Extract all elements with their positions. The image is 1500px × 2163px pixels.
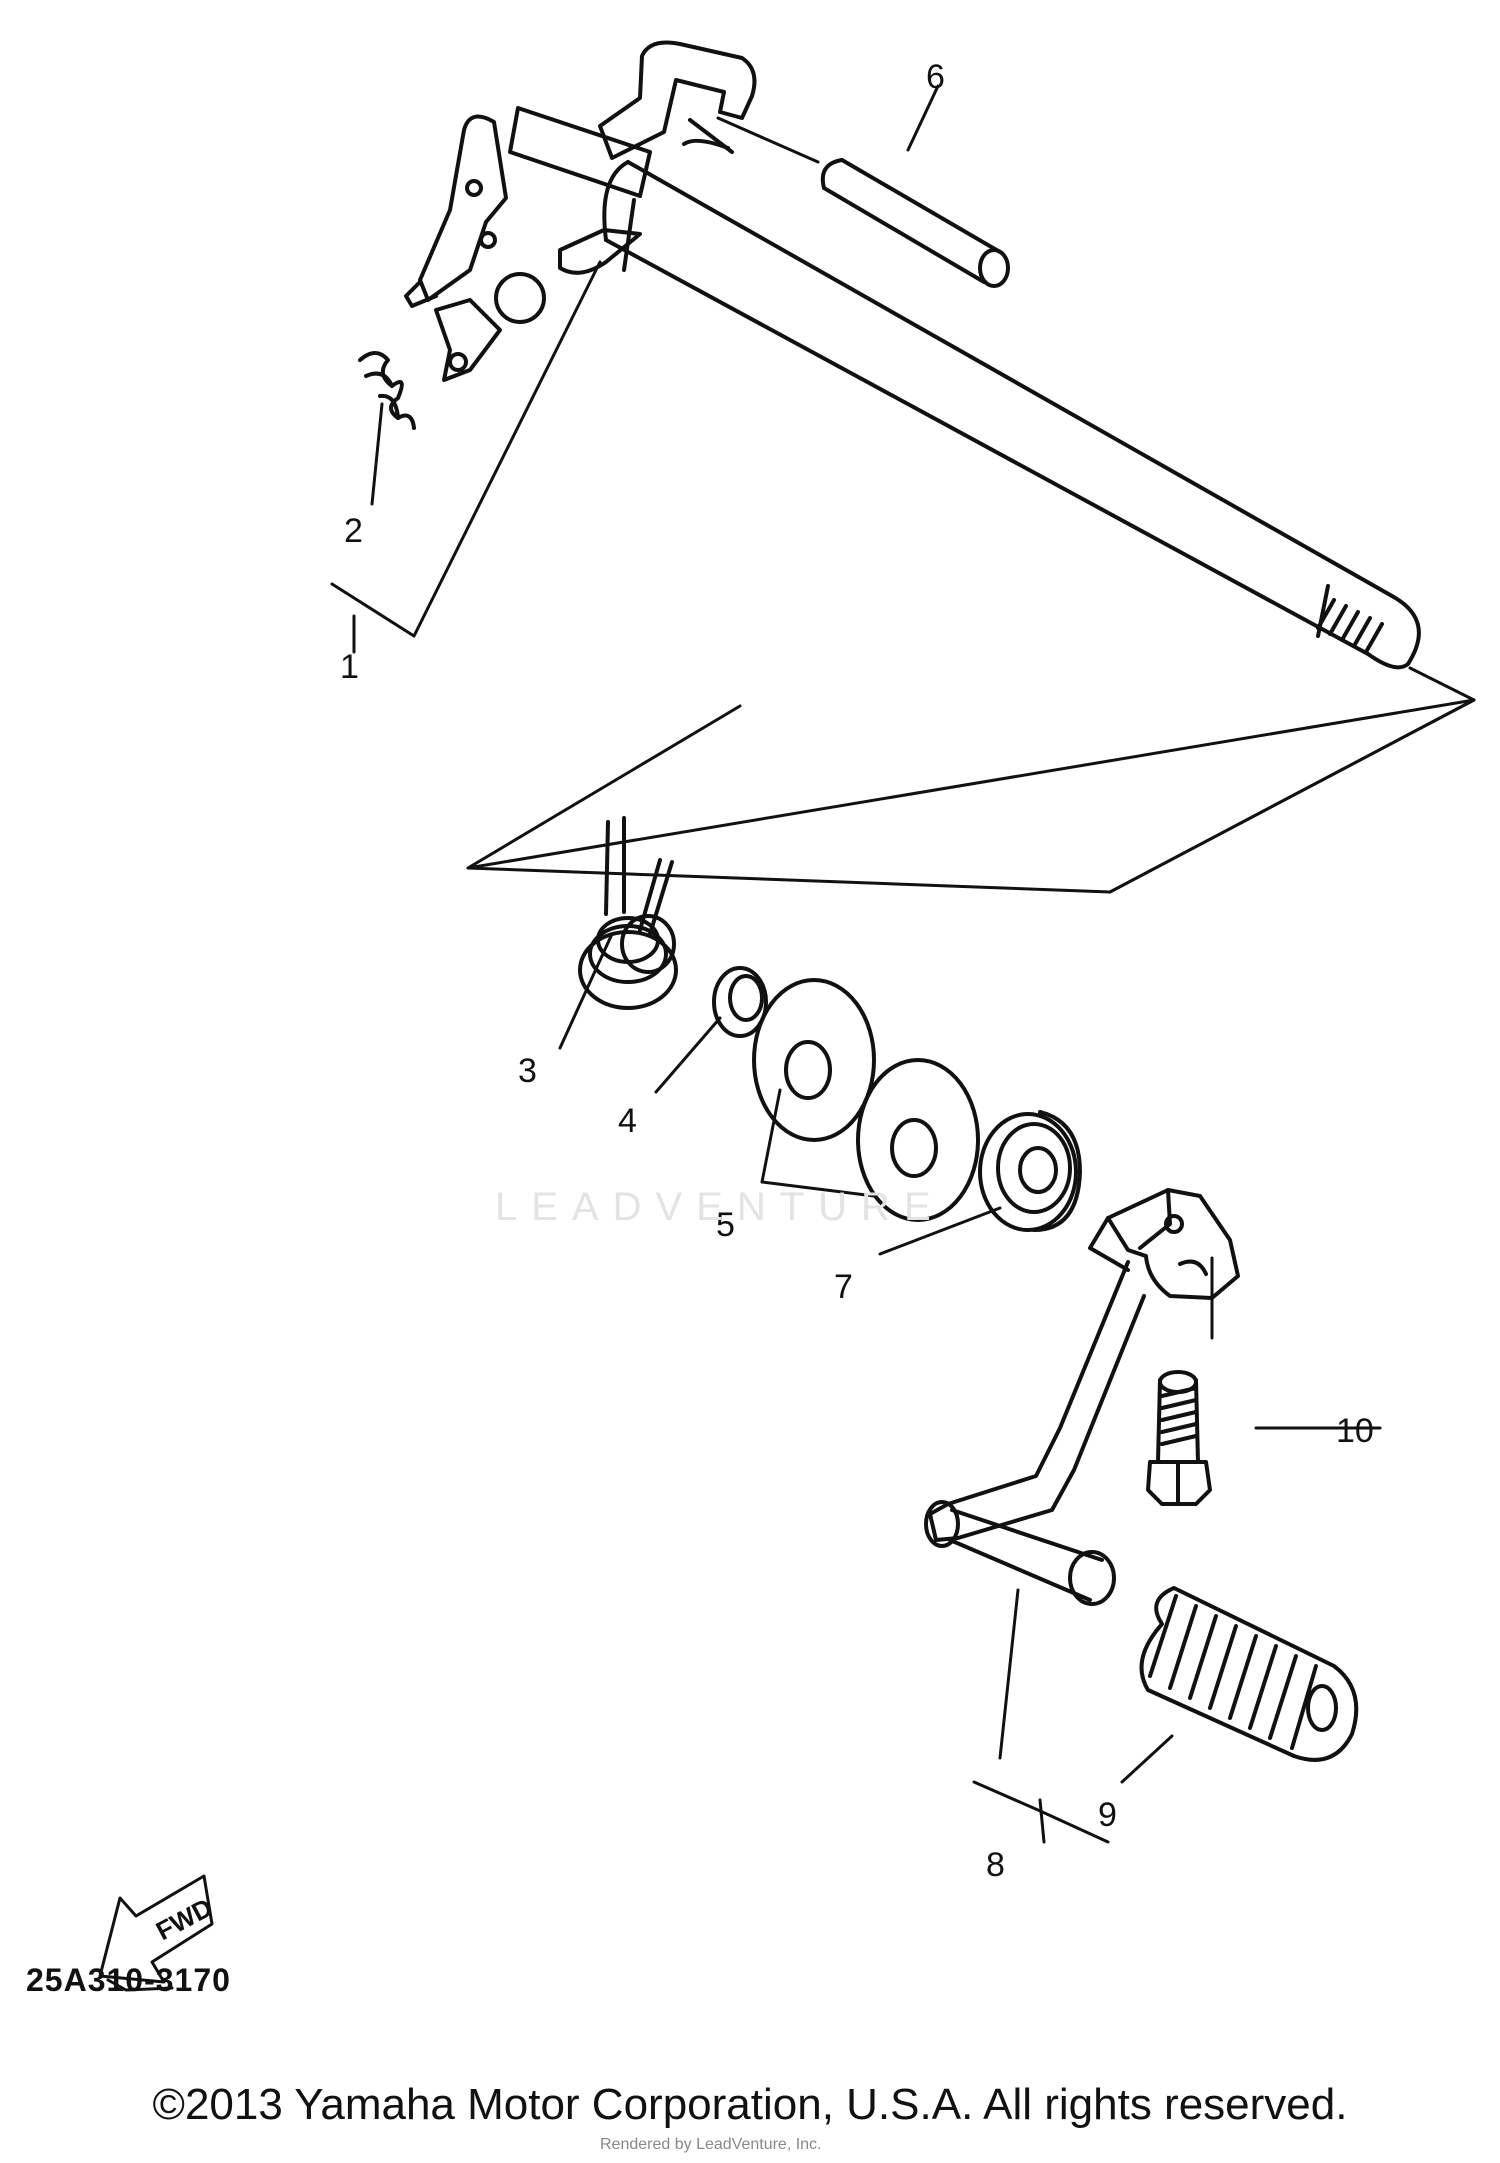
copyright-notice: ©2013 Yamaha Motor Corporation, U.S.A. A… (152, 2080, 1348, 2129)
callout-2: 2 (344, 512, 363, 550)
shift-shaft (404, 40, 1421, 670)
callout-5: 5 (716, 1206, 735, 1244)
callout-10: 10 (1336, 1412, 1374, 1450)
fwd-arrow (98, 1874, 214, 1992)
dowel-pin (820, 158, 1010, 288)
render-stamp: Rendered by LeadVenture, Inc. (600, 2136, 822, 2153)
callout-9: 9 (1098, 1796, 1117, 1834)
circlip (712, 966, 768, 1038)
spring-2 (358, 351, 416, 430)
return-spring (578, 816, 678, 1010)
watermark: LEADVENTURE (495, 1185, 945, 1229)
callout-1: 1 (340, 648, 359, 686)
shift-pedal (924, 1188, 1240, 1606)
callout-8: 8 (986, 1846, 1005, 1884)
callout-3: 3 (518, 1052, 537, 1090)
callout-4: 4 (618, 1102, 637, 1140)
leader-lines (330, 84, 1476, 1844)
pedal-rubber (1139, 1586, 1359, 1762)
callout-6: 6 (926, 58, 945, 96)
diagram-code: 25A310-3170 (26, 1962, 231, 1998)
oil-seal (978, 1110, 1082, 1232)
bolt (1146, 1370, 1212, 1506)
callout-7: 7 (834, 1268, 853, 1306)
washers (752, 978, 980, 1222)
